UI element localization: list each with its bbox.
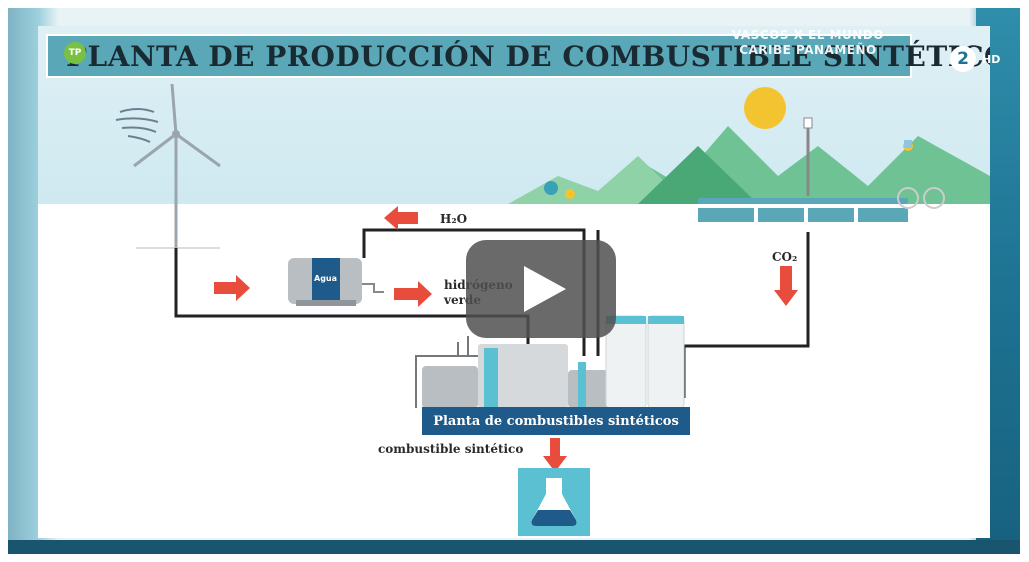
electrolyzer bbox=[288, 258, 384, 306]
channel-logo: 2 HD bbox=[950, 46, 1000, 72]
program-overlay: VASCOS X EL MUNDO CARIBE PANAMEÑO bbox=[732, 28, 884, 58]
flow-arrows bbox=[214, 206, 798, 472]
sun-icon bbox=[744, 87, 786, 129]
label-water-formula: H₂O bbox=[440, 212, 468, 226]
slide: TP PLANTA DE PRODUCCIÓN DE COMBUSTIBLE S… bbox=[38, 26, 990, 538]
label-plant: Planta de combustibles sintéticos bbox=[422, 407, 690, 435]
program-overlay-line2: CARIBE PANAMEÑO bbox=[739, 43, 877, 57]
wind-icon bbox=[115, 108, 159, 143]
video-frame-bottom-band bbox=[8, 540, 1020, 554]
play-button[interactable] bbox=[466, 240, 616, 338]
video-title: PLANTA DE PRODUCCIÓN DE COMBUSTIBLE SINT… bbox=[66, 39, 990, 73]
flask-icon bbox=[518, 468, 590, 536]
arrow-fuel-out bbox=[543, 438, 567, 472]
label-synthetic-fuel: combustible sintético bbox=[378, 442, 524, 456]
arrow-to-electrolyzer bbox=[214, 275, 250, 301]
arrow-water-return bbox=[384, 206, 418, 230]
co2-capture-platform bbox=[698, 117, 945, 222]
fuel-plant bbox=[415, 315, 685, 409]
label-water-tank: Agua bbox=[314, 274, 338, 283]
tp-badge: TP bbox=[64, 42, 86, 64]
program-overlay-line1: VASCOS X EL MUNDO bbox=[731, 28, 884, 42]
wind-turbine-icon bbox=[133, 83, 221, 249]
play-icon bbox=[524, 266, 566, 312]
label-co2: CO₂ bbox=[772, 250, 798, 264]
diagram-graphics bbox=[115, 83, 990, 536]
video-player[interactable]: TP PLANTA DE PRODUCCIÓN DE COMBUSTIBLE S… bbox=[8, 8, 1020, 554]
arrow-co2 bbox=[774, 266, 798, 306]
hills bbox=[508, 126, 990, 204]
video-title-bar: TP PLANTA DE PRODUCCIÓN DE COMBUSTIBLE S… bbox=[46, 34, 990, 78]
channel-number: 2 bbox=[950, 46, 976, 72]
channel-quality: HD bbox=[982, 52, 1001, 66]
arrow-hydrogen bbox=[394, 281, 432, 307]
